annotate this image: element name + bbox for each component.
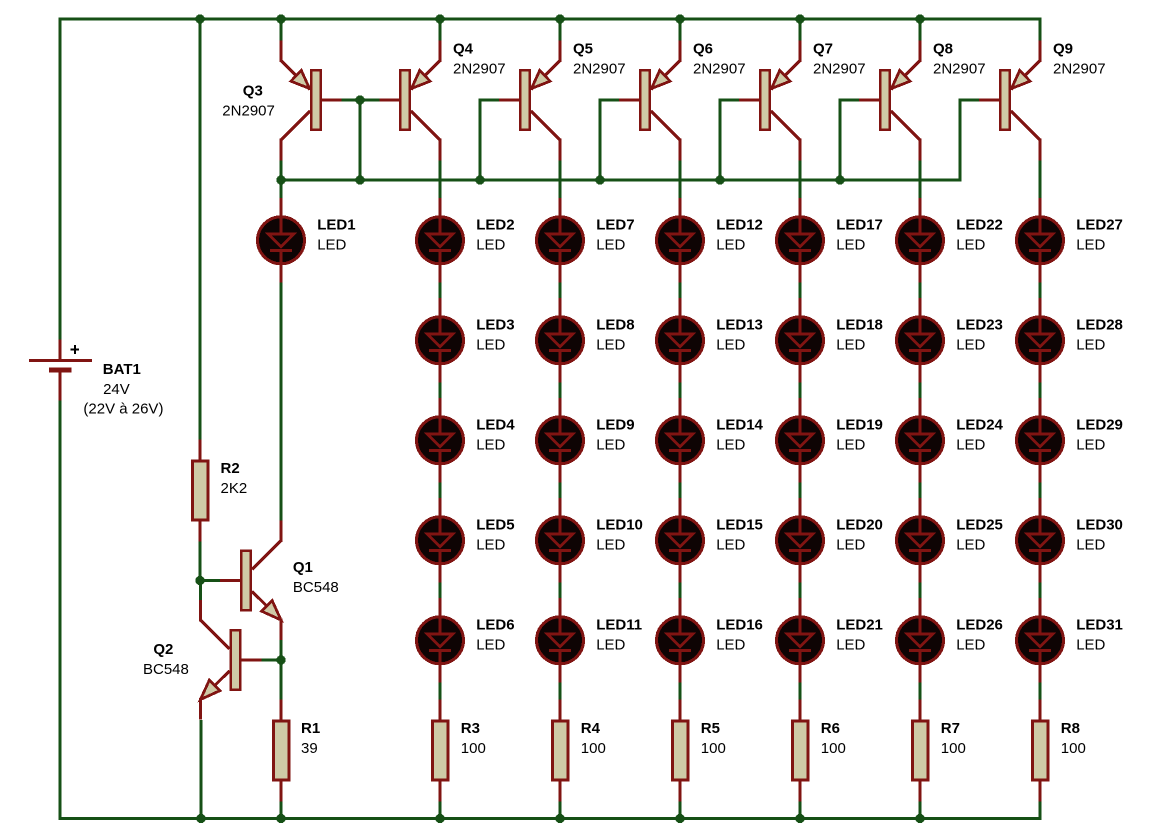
svg-text:LED31: LED31: [1076, 617, 1123, 634]
svg-text:100: 100: [701, 740, 726, 757]
svg-text:LED: LED: [716, 236, 745, 253]
svg-text:LED19: LED19: [836, 417, 883, 434]
svg-text:LED1: LED1: [317, 217, 355, 234]
svg-text:LED: LED: [476, 436, 505, 453]
svg-text:LED: LED: [476, 636, 505, 653]
svg-text:LED: LED: [836, 436, 865, 453]
svg-text:Q5: Q5: [573, 41, 593, 58]
svg-text:LED: LED: [836, 536, 865, 553]
svg-text:Q8: Q8: [933, 41, 953, 58]
svg-text:LED: LED: [476, 336, 505, 353]
svg-text:LED14: LED14: [716, 417, 763, 434]
svg-text:LED: LED: [596, 336, 625, 353]
svg-text:LED10: LED10: [596, 517, 643, 534]
svg-text:BC548: BC548: [143, 661, 189, 678]
svg-text:2N2907: 2N2907: [1053, 60, 1106, 77]
svg-text:LED24: LED24: [956, 417, 1003, 434]
svg-text:LED: LED: [956, 236, 985, 253]
svg-text:LED: LED: [836, 236, 865, 253]
svg-text:LED: LED: [956, 636, 985, 653]
svg-text:100: 100: [581, 740, 606, 757]
svg-text:LED: LED: [956, 436, 985, 453]
svg-text:24V: 24V: [103, 381, 130, 398]
svg-text:LED: LED: [716, 436, 745, 453]
svg-text:2N2907: 2N2907: [222, 102, 275, 119]
svg-text:LED11: LED11: [596, 617, 642, 634]
svg-text:BC548: BC548: [293, 579, 339, 596]
svg-text:Q1: Q1: [293, 559, 313, 576]
svg-text:LED: LED: [596, 236, 625, 253]
svg-text:LED: LED: [476, 536, 505, 553]
svg-text:LED: LED: [596, 536, 625, 553]
svg-text:LED: LED: [1076, 436, 1105, 453]
svg-text:LED23: LED23: [956, 317, 1003, 334]
svg-text:(22V à 26V): (22V à 26V): [83, 401, 163, 418]
svg-text:LED17: LED17: [836, 217, 883, 234]
svg-text:R3: R3: [461, 720, 480, 737]
svg-text:R5: R5: [701, 720, 720, 737]
svg-text:100: 100: [1061, 740, 1086, 757]
svg-text:2N2907: 2N2907: [693, 60, 746, 77]
svg-text:LED4: LED4: [476, 417, 515, 434]
svg-text:Q3: Q3: [243, 83, 263, 100]
svg-text:100: 100: [461, 740, 486, 757]
svg-text:LED30: LED30: [1076, 517, 1123, 534]
svg-text:LED3: LED3: [476, 317, 514, 334]
svg-text:LED: LED: [956, 336, 985, 353]
svg-text:LED5: LED5: [476, 517, 514, 534]
svg-text:R4: R4: [581, 720, 601, 737]
svg-text:LED: LED: [716, 336, 745, 353]
svg-text:LED: LED: [1076, 536, 1105, 553]
svg-text:LED: LED: [596, 436, 625, 453]
svg-text:100: 100: [941, 740, 966, 757]
svg-text:2N2907: 2N2907: [453, 60, 506, 77]
svg-text:R8: R8: [1061, 720, 1080, 737]
svg-text:LED28: LED28: [1076, 317, 1123, 334]
svg-text:LED: LED: [1076, 336, 1105, 353]
svg-text:LED12: LED12: [716, 217, 763, 234]
svg-text:LED15: LED15: [716, 517, 763, 534]
svg-text:LED8: LED8: [596, 317, 634, 334]
svg-text:LED16: LED16: [716, 617, 763, 634]
svg-text:LED20: LED20: [836, 517, 883, 534]
svg-text:R6: R6: [821, 720, 840, 737]
svg-text:LED18: LED18: [836, 317, 883, 334]
svg-text:BAT1: BAT1: [103, 361, 141, 378]
svg-text:39: 39: [301, 740, 318, 757]
svg-text:Q6: Q6: [693, 41, 713, 58]
svg-text:LED: LED: [716, 536, 745, 553]
svg-text:2N2907: 2N2907: [933, 60, 986, 77]
svg-text:R1: R1: [301, 720, 320, 737]
svg-text:LED: LED: [836, 336, 865, 353]
svg-text:LED2: LED2: [476, 217, 514, 234]
svg-text:LED6: LED6: [476, 617, 514, 634]
svg-text:LED: LED: [317, 236, 346, 253]
svg-text:R2: R2: [221, 460, 240, 477]
svg-text:LED: LED: [476, 236, 505, 253]
svg-text:LED: LED: [1076, 636, 1105, 653]
svg-text:LED25: LED25: [956, 517, 1003, 534]
svg-text:LED29: LED29: [1076, 417, 1123, 434]
svg-text:LED22: LED22: [956, 217, 1003, 234]
svg-text:LED: LED: [956, 536, 985, 553]
svg-text:LED9: LED9: [596, 417, 634, 434]
svg-text:LED27: LED27: [1076, 217, 1123, 234]
svg-text:Q4: Q4: [453, 41, 474, 58]
svg-text:LED26: LED26: [956, 617, 1003, 634]
svg-text:LED: LED: [1076, 236, 1105, 253]
svg-text:LED: LED: [596, 636, 625, 653]
svg-text:Q9: Q9: [1053, 41, 1073, 58]
svg-text:LED13: LED13: [716, 317, 763, 334]
svg-text:LED: LED: [836, 636, 865, 653]
svg-text:LED: LED: [716, 636, 745, 653]
svg-text:Q2: Q2: [153, 641, 173, 658]
svg-text:2N2907: 2N2907: [573, 60, 626, 77]
svg-text:R7: R7: [941, 720, 960, 737]
svg-text:Q7: Q7: [813, 41, 833, 58]
svg-text:2K2: 2K2: [221, 480, 248, 497]
svg-text:LED7: LED7: [596, 217, 634, 234]
svg-text:100: 100: [821, 740, 846, 757]
svg-text:LED21: LED21: [836, 617, 883, 634]
svg-text:2N2907: 2N2907: [813, 60, 866, 77]
